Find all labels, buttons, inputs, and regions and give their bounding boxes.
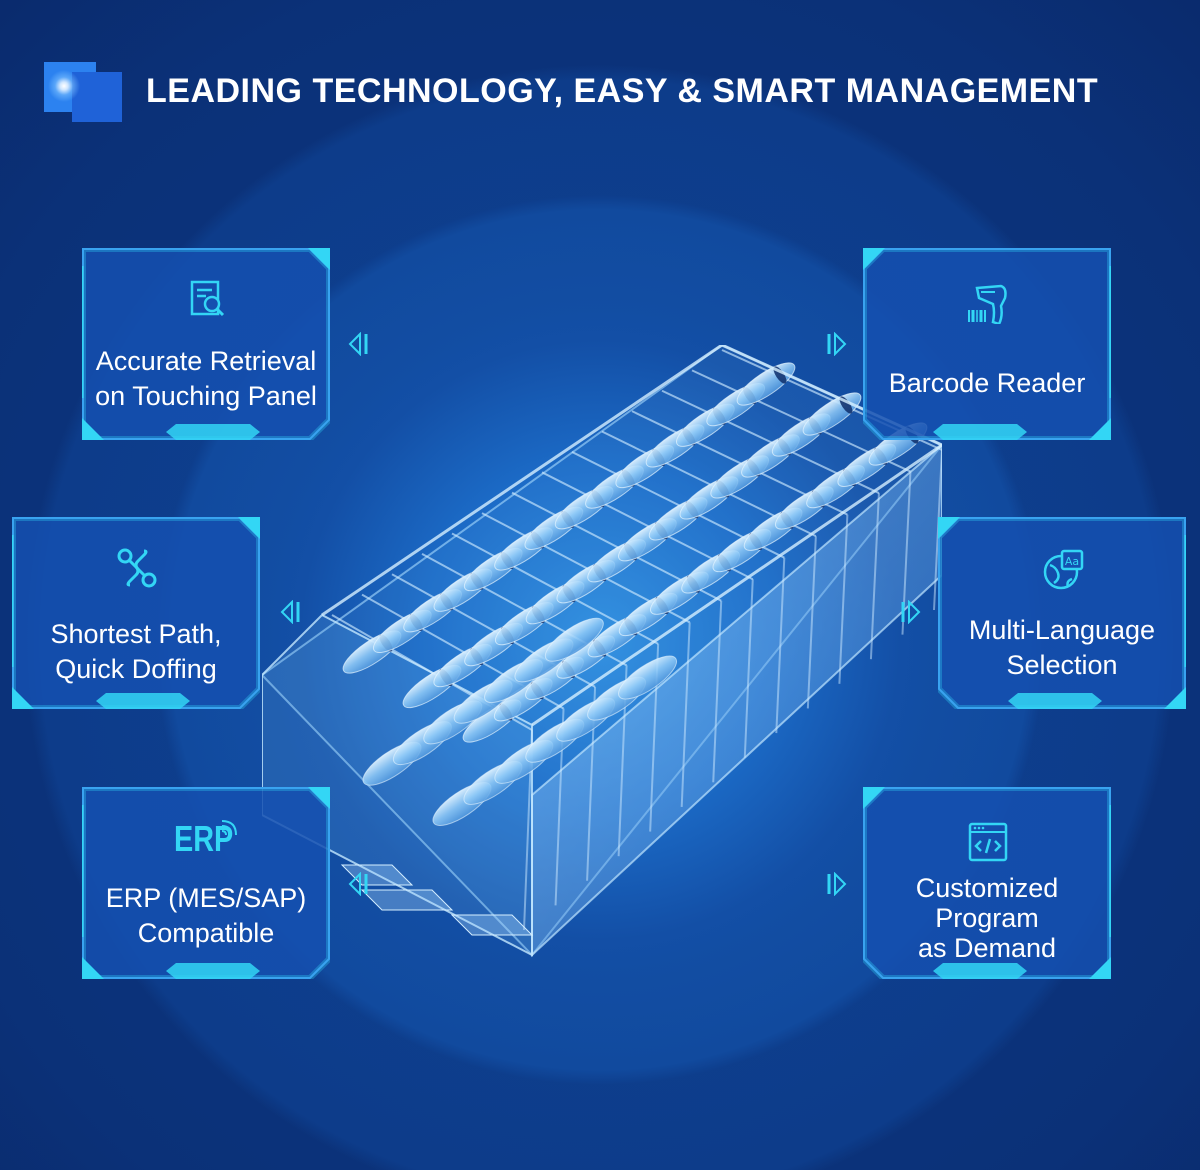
feature-label-line: Barcode Reader bbox=[888, 368, 1086, 398]
feature-card-erp-compatible: ERP ERP (MES/SAP) Compatible bbox=[82, 787, 330, 979]
feature-card-barcode-reader: Barcode Reader bbox=[863, 248, 1111, 440]
barcode-scanner-icon bbox=[968, 284, 1007, 324]
path-route-icon bbox=[117, 548, 157, 588]
bobbin bbox=[544, 617, 604, 662]
bobbin-rows bbox=[331, 349, 942, 931]
rack-post bbox=[869, 493, 880, 660]
feature-label-line: Accurate Retrieval bbox=[95, 346, 317, 376]
arrow-right-icon bbox=[901, 600, 921, 624]
feature-label-line: Customized bbox=[915, 873, 1059, 903]
rack-post bbox=[680, 622, 691, 807]
arrow-right-icon bbox=[827, 332, 847, 356]
feature-label-line: Compatible bbox=[137, 918, 275, 948]
page-title: LEADING TECHNOLOGY, EASY & SMART MANAGEM… bbox=[146, 71, 1099, 110]
storage-rack-illustration bbox=[262, 345, 942, 958]
rack-post bbox=[838, 514, 849, 684]
language-globe-icon: Aa bbox=[1043, 549, 1084, 590]
arrow-left-icon bbox=[348, 872, 368, 896]
header: LEADING TECHNOLOGY, EASY & SMART MANAGEM… bbox=[42, 58, 1098, 124]
rack-post bbox=[775, 557, 786, 734]
feature-label-line: Multi-Language bbox=[968, 615, 1156, 645]
card-frame bbox=[863, 248, 1111, 440]
feature-card-customized-program: Customized Program as Demand bbox=[863, 787, 1111, 979]
feature-label-line: Shortest Path, bbox=[50, 619, 222, 649]
bobbin bbox=[618, 655, 678, 700]
feature-label-line: Quick Doffing bbox=[55, 654, 217, 684]
arrow-right-icon bbox=[827, 872, 847, 896]
erp-icon: ERP bbox=[174, 819, 244, 863]
feature-card-shortest-path: Shortest Path, Quick Doffing bbox=[12, 517, 260, 709]
arrow-left-icon bbox=[280, 600, 300, 624]
svg-text:Aa: Aa bbox=[1065, 555, 1079, 568]
feature-label-line: Program bbox=[935, 903, 1039, 933]
feature-label-line: Selection bbox=[1006, 650, 1118, 680]
brand-logo-icon bbox=[42, 58, 124, 124]
rack-post bbox=[712, 600, 723, 783]
rack-post bbox=[743, 579, 754, 758]
feature-card-multi-language: Aa Multi-Language Selection bbox=[938, 517, 1186, 709]
feature-card-accurate-retrieval: Accurate Retrieval on Touching Panel bbox=[82, 248, 330, 440]
feature-label-line: as Demand bbox=[917, 933, 1057, 963]
feature-label-line: on Touching Panel bbox=[95, 381, 317, 411]
arrow-left-icon bbox=[348, 332, 368, 356]
search-document-icon bbox=[190, 280, 225, 317]
code-window-icon bbox=[968, 822, 1008, 862]
rack-post bbox=[806, 536, 817, 709]
feature-label-line: ERP (MES/SAP) bbox=[105, 883, 307, 913]
